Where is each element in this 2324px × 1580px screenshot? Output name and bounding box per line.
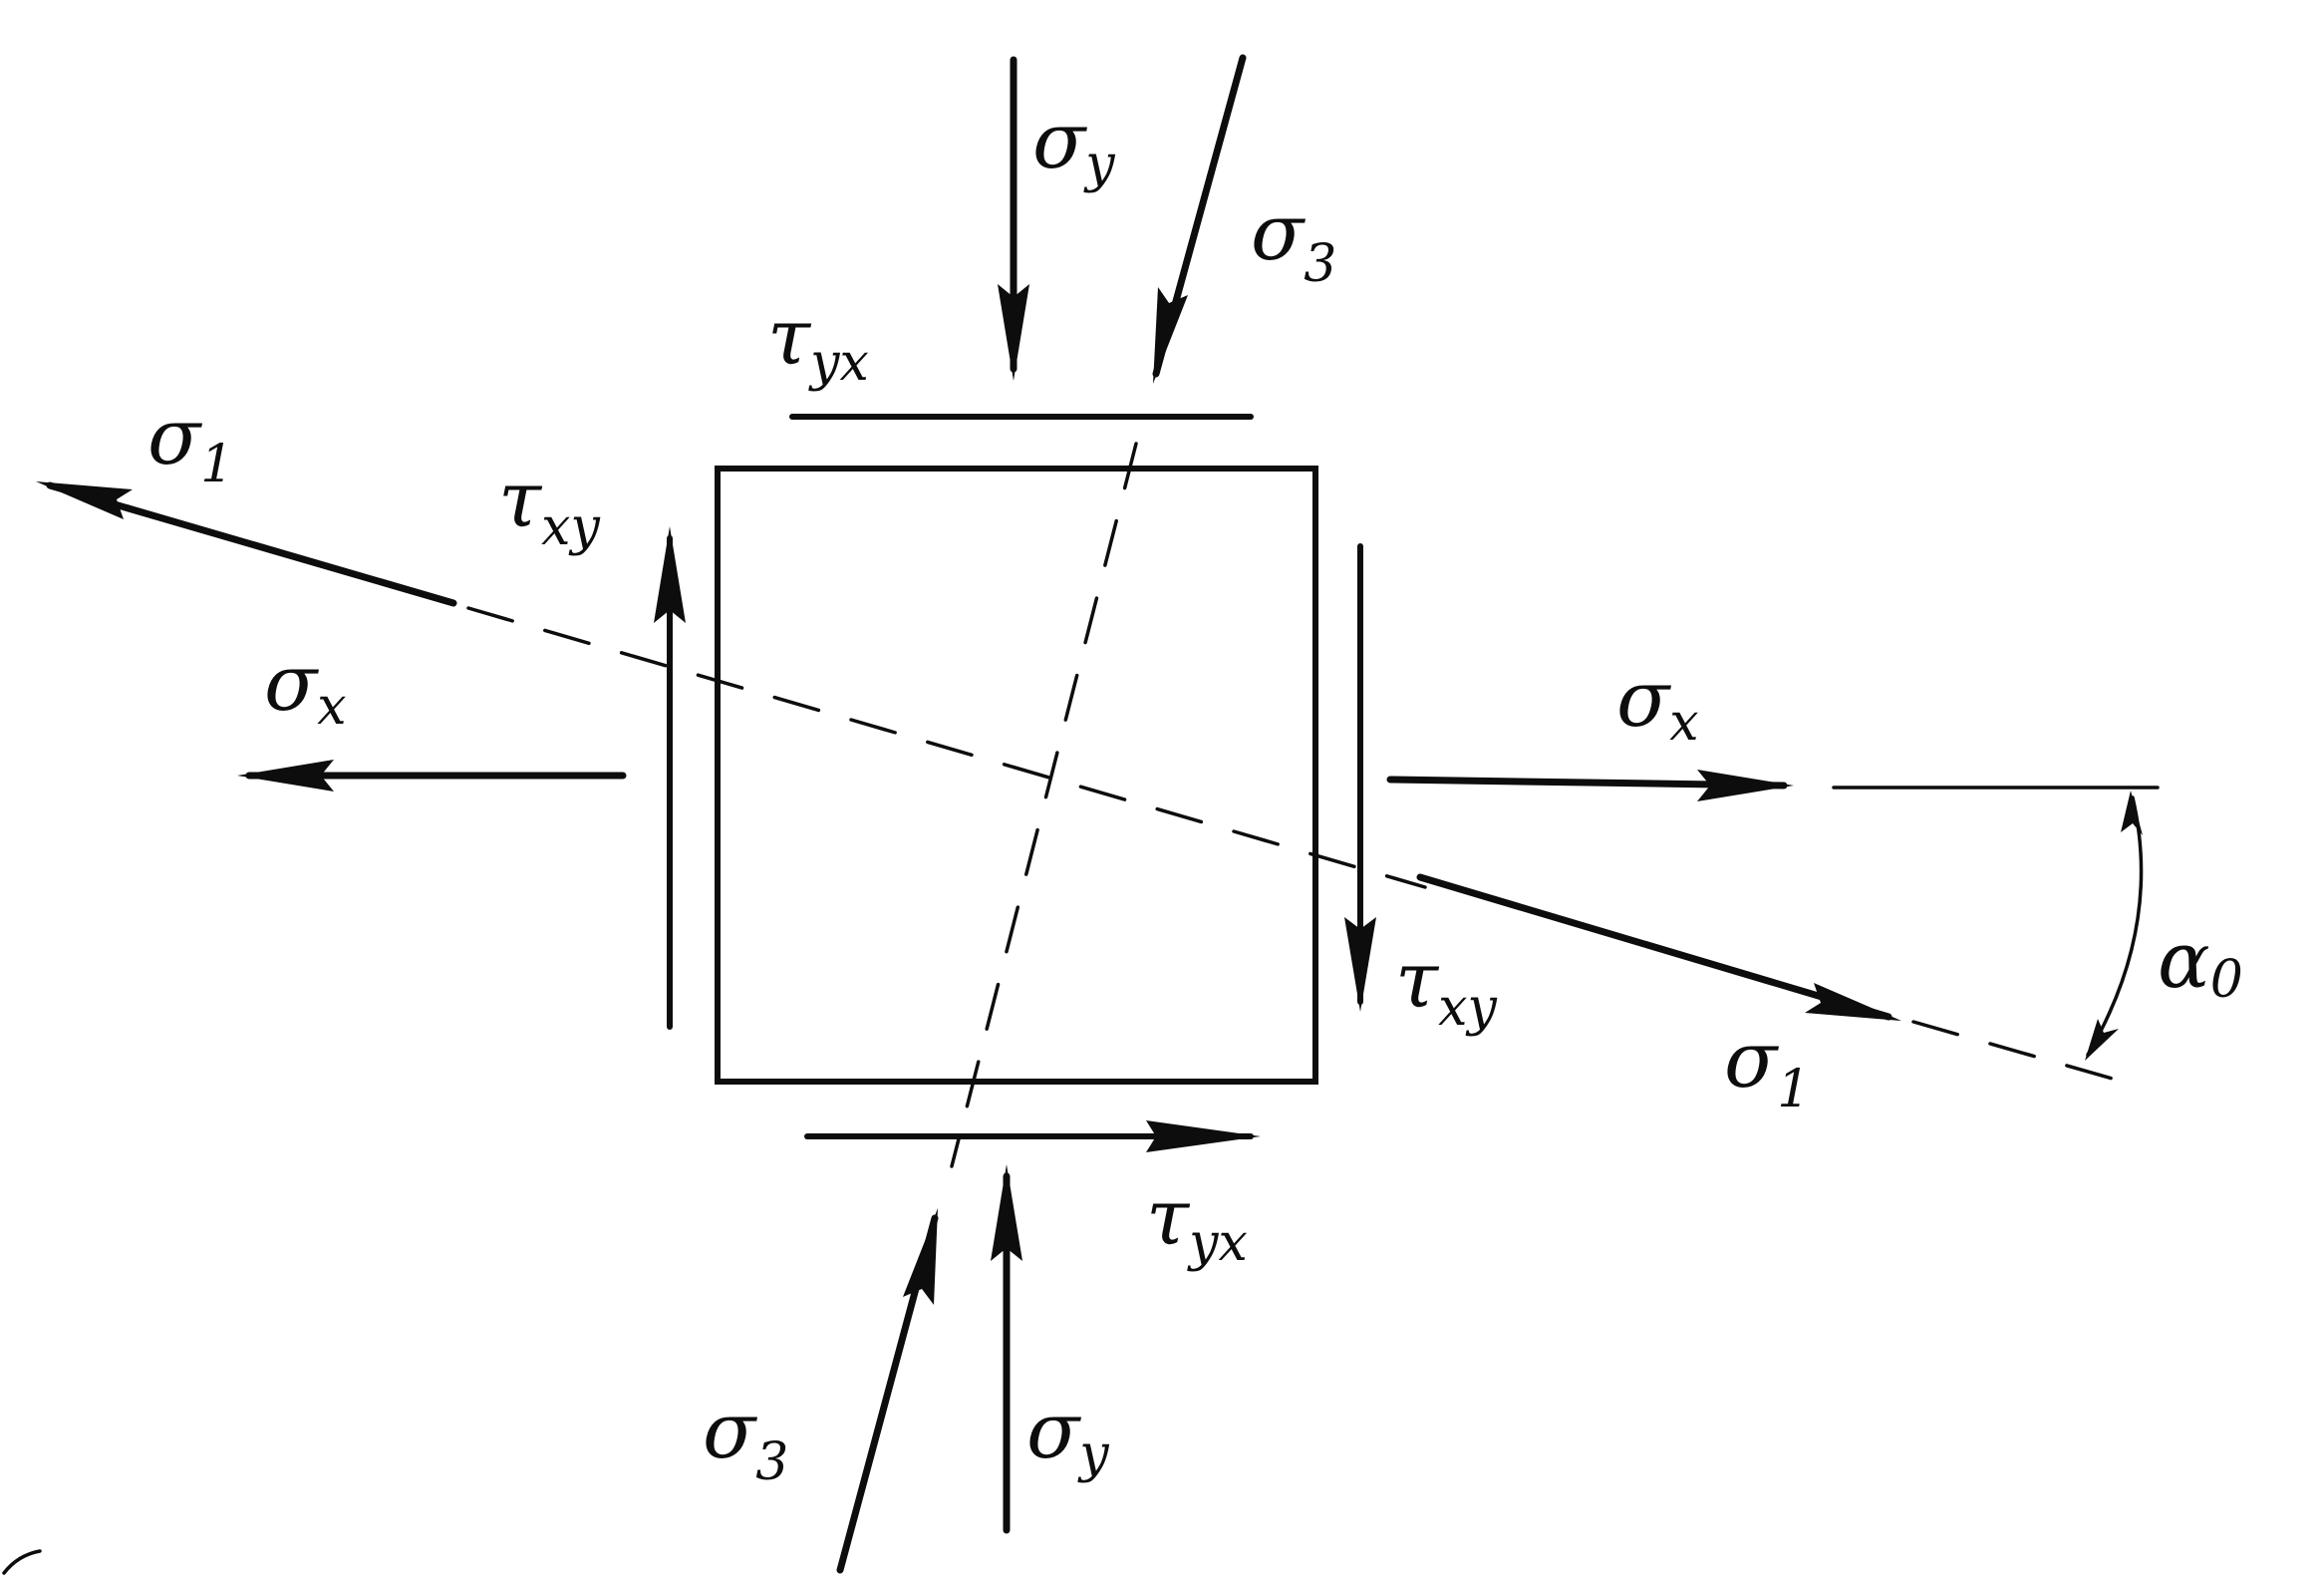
principal-axis-3-dashed [950,442,1138,1168]
sigma-1-right-label: σ1 [1724,1016,1810,1119]
principal-axis-1-dashed [466,606,1427,889]
sigma-y-top-arrowhead [998,284,1029,381]
sigma-3-bottom-label: σ3 [703,1387,788,1492]
sigma-y-top-label: σy [1032,97,1115,194]
sigma-y-bottom-arrowhead [991,1164,1022,1261]
sigma-x-right-arrowhead [1697,770,1794,801]
tau-yx-bottom-arrowhead [1146,1120,1261,1152]
sigma-x-left-arrowhead [237,760,334,791]
alpha-0-arc-arrowhead-top [2121,790,2143,835]
sigma-y-bottom-label: σy [1026,1387,1109,1484]
sigma-x-right-label: σx [1616,655,1699,753]
sigma-3-bottom-arrowhead [903,1208,938,1305]
alpha-0-angle-arc [2086,795,2144,1057]
principal-axis-1-extension-dashed [1911,1020,2125,1084]
tau-yx-bottom-label: τyx [1146,1173,1248,1273]
alpha-0-arc-arrowhead-bottom [2085,1019,2119,1061]
sigma-3-top-arrowhead [1153,287,1188,384]
sigma-x-left-label: σx [264,639,347,737]
tau-xy-left-arrowhead [654,526,686,623]
stress-element-square [715,466,1318,1085]
tau-xy-left-label: τxy [498,456,600,557]
sigma-3-top-label: σ3 [1251,188,1336,294]
tau-yx-top-label: τyx [767,293,869,393]
sigma-1-right-arrowhead [1805,983,1901,1021]
stray-pen-mark [2,1549,42,1575]
sigma-1-left-arrowhead [36,481,133,519]
sigma-1-left-label: σ1 [147,393,233,494]
tau-xy-right-label: τxy [1395,936,1497,1038]
tau-xy-right-arrowhead [1344,917,1376,1012]
alpha-0-label: α0 [2158,916,2243,1010]
sigma-1-right-arrow [1416,873,1892,1021]
